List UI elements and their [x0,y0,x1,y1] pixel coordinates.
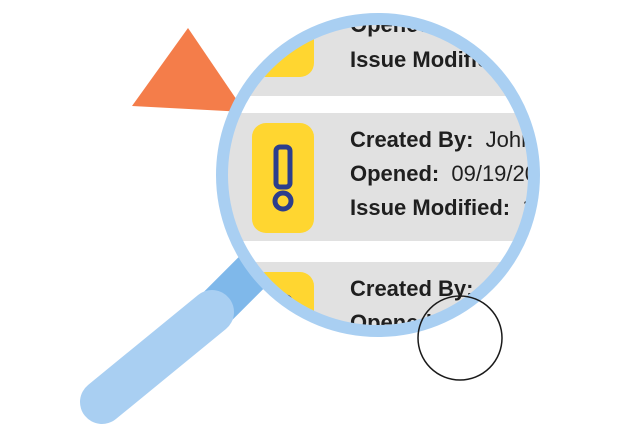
row-label: Created By: [350,276,473,301]
record-row: Issue Modified: 1 [350,195,535,220]
lens-content: Opened: Issue Modified: Created By: John [226,23,537,327]
record-row: Created By: John [350,127,533,152]
cursor-ring-icon [417,295,503,381]
orange-triangle-icon [132,28,245,112]
row-label: Opened: [350,161,439,186]
row-label: Created By: [350,127,473,152]
lens-ring [216,13,540,337]
exclamation-icon [272,144,294,212]
row-value: 09/19/20 [451,161,537,186]
magnifier-handle [80,242,282,424]
alert-icon-tile [252,123,314,233]
row-label: Issue Modified: [350,195,510,220]
record-card: Created By: John Opened: 09/19/20 Issue … [226,113,537,241]
record-row: Opened: 09/19/20 [350,161,537,186]
